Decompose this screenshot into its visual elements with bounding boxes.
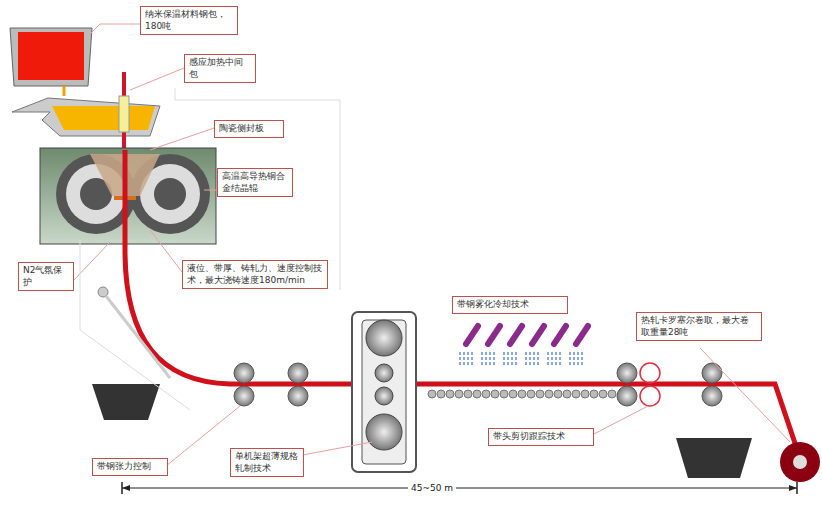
table-roller [563, 390, 571, 398]
water-spray [547, 352, 548, 366]
table-roller [482, 390, 490, 398]
table-roller [527, 390, 535, 398]
water-spray [489, 352, 490, 366]
water-spray [537, 352, 538, 366]
spray-nozzle [554, 326, 566, 344]
water-spray [481, 352, 482, 366]
callout-box: 热轧卡罗塞尔卷取，最大卷取重量28吨 [636, 312, 762, 341]
table-roller [509, 390, 517, 398]
table-roller [608, 390, 616, 398]
water-spray [533, 352, 534, 366]
spray-nozzle [510, 326, 522, 344]
callout-box: 单机架超薄规格轧制技术 [230, 448, 304, 477]
water-spray [569, 352, 570, 366]
table-roller [428, 390, 436, 398]
callout-box: N2气氛保护 [18, 262, 74, 291]
water-spray [493, 352, 494, 366]
callout-text: 带钢张力控制 [97, 461, 163, 473]
dimension-label: 45~50 m [408, 483, 456, 493]
callout-box: 陶瓷侧封板 [214, 120, 284, 138]
water-spray [581, 352, 582, 366]
table-roller [545, 390, 553, 398]
table-roller [437, 390, 445, 398]
table-roller [500, 390, 508, 398]
callout-text: N2气氛保护 [23, 265, 69, 288]
water-spray [529, 352, 530, 366]
callout-text: 热轧卡罗塞尔卷取，最大卷取重量28吨 [641, 315, 757, 338]
water-spray [503, 352, 504, 366]
table-roller [491, 390, 499, 398]
callout-box: 带钢雾化冷却技术 [452, 296, 568, 314]
water-spray [507, 352, 508, 366]
callout-text: 纳米保温材料钢包，180吨 [145, 9, 233, 32]
table-roller [536, 390, 544, 398]
water-spray [467, 352, 468, 366]
spray-nozzle [466, 326, 478, 344]
callout-text: 带头剪切跟踪技术 [493, 431, 589, 443]
callout-box: 带钢张力控制 [92, 458, 168, 476]
water-spray [551, 352, 552, 366]
callout-text: 单机架超薄规格轧制技术 [235, 451, 299, 474]
table-roller [599, 390, 607, 398]
spray-nozzle [576, 326, 588, 344]
table-roller [518, 390, 526, 398]
table-roller [572, 390, 580, 398]
callout-box: 高温高导热铜合金结晶辊 [217, 168, 293, 197]
table-roller [581, 390, 589, 398]
callout-text: 高温高导热铜合金结晶辊 [222, 171, 288, 194]
water-spray [463, 352, 464, 366]
table-roller [473, 390, 481, 398]
water-spray [525, 352, 526, 366]
water-spray [559, 352, 560, 366]
water-spray [515, 352, 516, 366]
water-spray [555, 352, 556, 366]
callout-text: 陶瓷侧封板 [219, 123, 279, 135]
callout-box: 纳米保温材料钢包，180吨 [140, 6, 238, 35]
callout-text: 液位、带厚、铸轧力、速度控制技术，最大浇铸速度180m/min [187, 263, 323, 286]
table-roller [446, 390, 454, 398]
callout-box: 带头剪切跟踪技术 [488, 428, 594, 446]
spray-nozzle [488, 326, 500, 344]
water-spray [459, 352, 460, 366]
table-roller [590, 390, 598, 398]
water-spray [471, 352, 472, 366]
table-roller [455, 390, 463, 398]
callout-text: 感应加热中间包 [189, 57, 251, 80]
water-spray [485, 352, 486, 366]
table-roller [464, 390, 472, 398]
water-spray [573, 352, 574, 366]
water-spray [511, 352, 512, 366]
callout-box: 液位、带厚、铸轧力、速度控制技术，最大浇铸速度180m/min [182, 260, 328, 289]
callout-box: 感应加热中间包 [184, 54, 256, 83]
water-spray [577, 352, 578, 366]
callout-text: 带钢雾化冷却技术 [457, 299, 563, 311]
table-roller [554, 390, 562, 398]
spray-nozzle [532, 326, 544, 344]
